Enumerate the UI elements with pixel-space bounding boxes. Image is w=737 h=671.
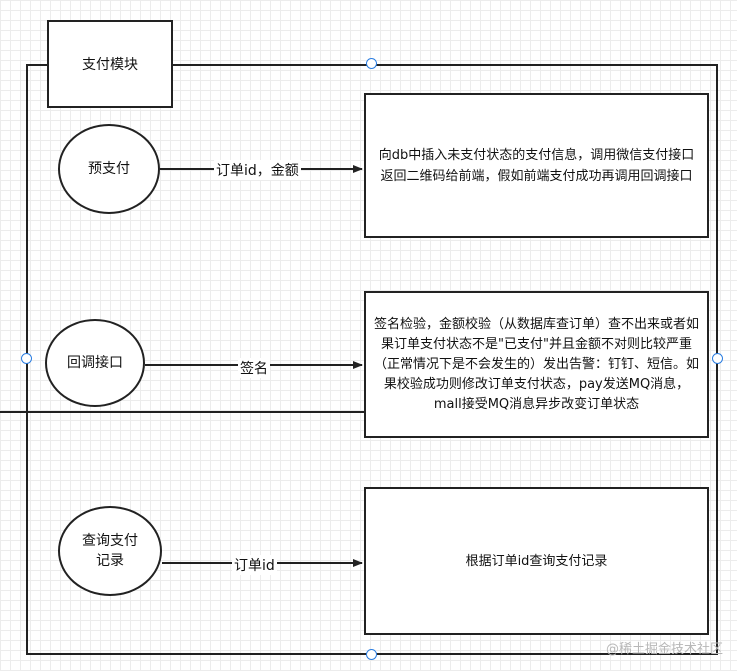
node-callback-label: 回调接口 [67,355,123,371]
frame-resize-handle-bottom[interactable] [366,649,377,660]
module-title: 支付模块 [82,57,138,73]
box-query-text: 根据订单id查询支付记录 [465,553,608,569]
box-query-description[interactable]: 根据订单id查询支付记录 [364,487,709,635]
edge-callback-label: 签名 [238,358,270,378]
box-prepay-text: 向db中插入未支付状态的支付信息，调用微信支付接口返回二维码给前端，假如前端支付… [378,147,695,184]
box-callback-text: 签名检验，金额校验（从数据库查订单）查不出来或者如果订单支付状态不是"已支付"并… [374,316,700,412]
edge-query-label: 订单id [232,555,277,575]
watermark: @稀土掘金技术社区 [605,642,723,657]
node-query-label: 查询支付记录 [82,533,138,569]
frame-resize-handle-right[interactable] [712,353,723,364]
box-prepay-description[interactable]: 向db中插入未支付状态的支付信息，调用微信支付接口返回二维码给前端，假如前端支付… [364,93,709,238]
frame-resize-handle-left[interactable] [21,353,32,364]
frame-resize-handle-top[interactable] [366,58,377,69]
node-prepay-label: 预支付 [88,161,130,177]
edge-prepay-label: 订单id，金额 [214,160,301,180]
module-title-box[interactable]: 支付模块 [47,20,173,108]
node-callback[interactable]: 回调接口 [45,319,145,407]
box-callback-description[interactable]: 签名检验，金额校验（从数据库查订单）查不出来或者如果订单支付状态不是"已支付"并… [364,291,709,438]
node-query[interactable]: 查询支付记录 [58,506,162,596]
node-prepay[interactable]: 预支付 [58,124,160,214]
